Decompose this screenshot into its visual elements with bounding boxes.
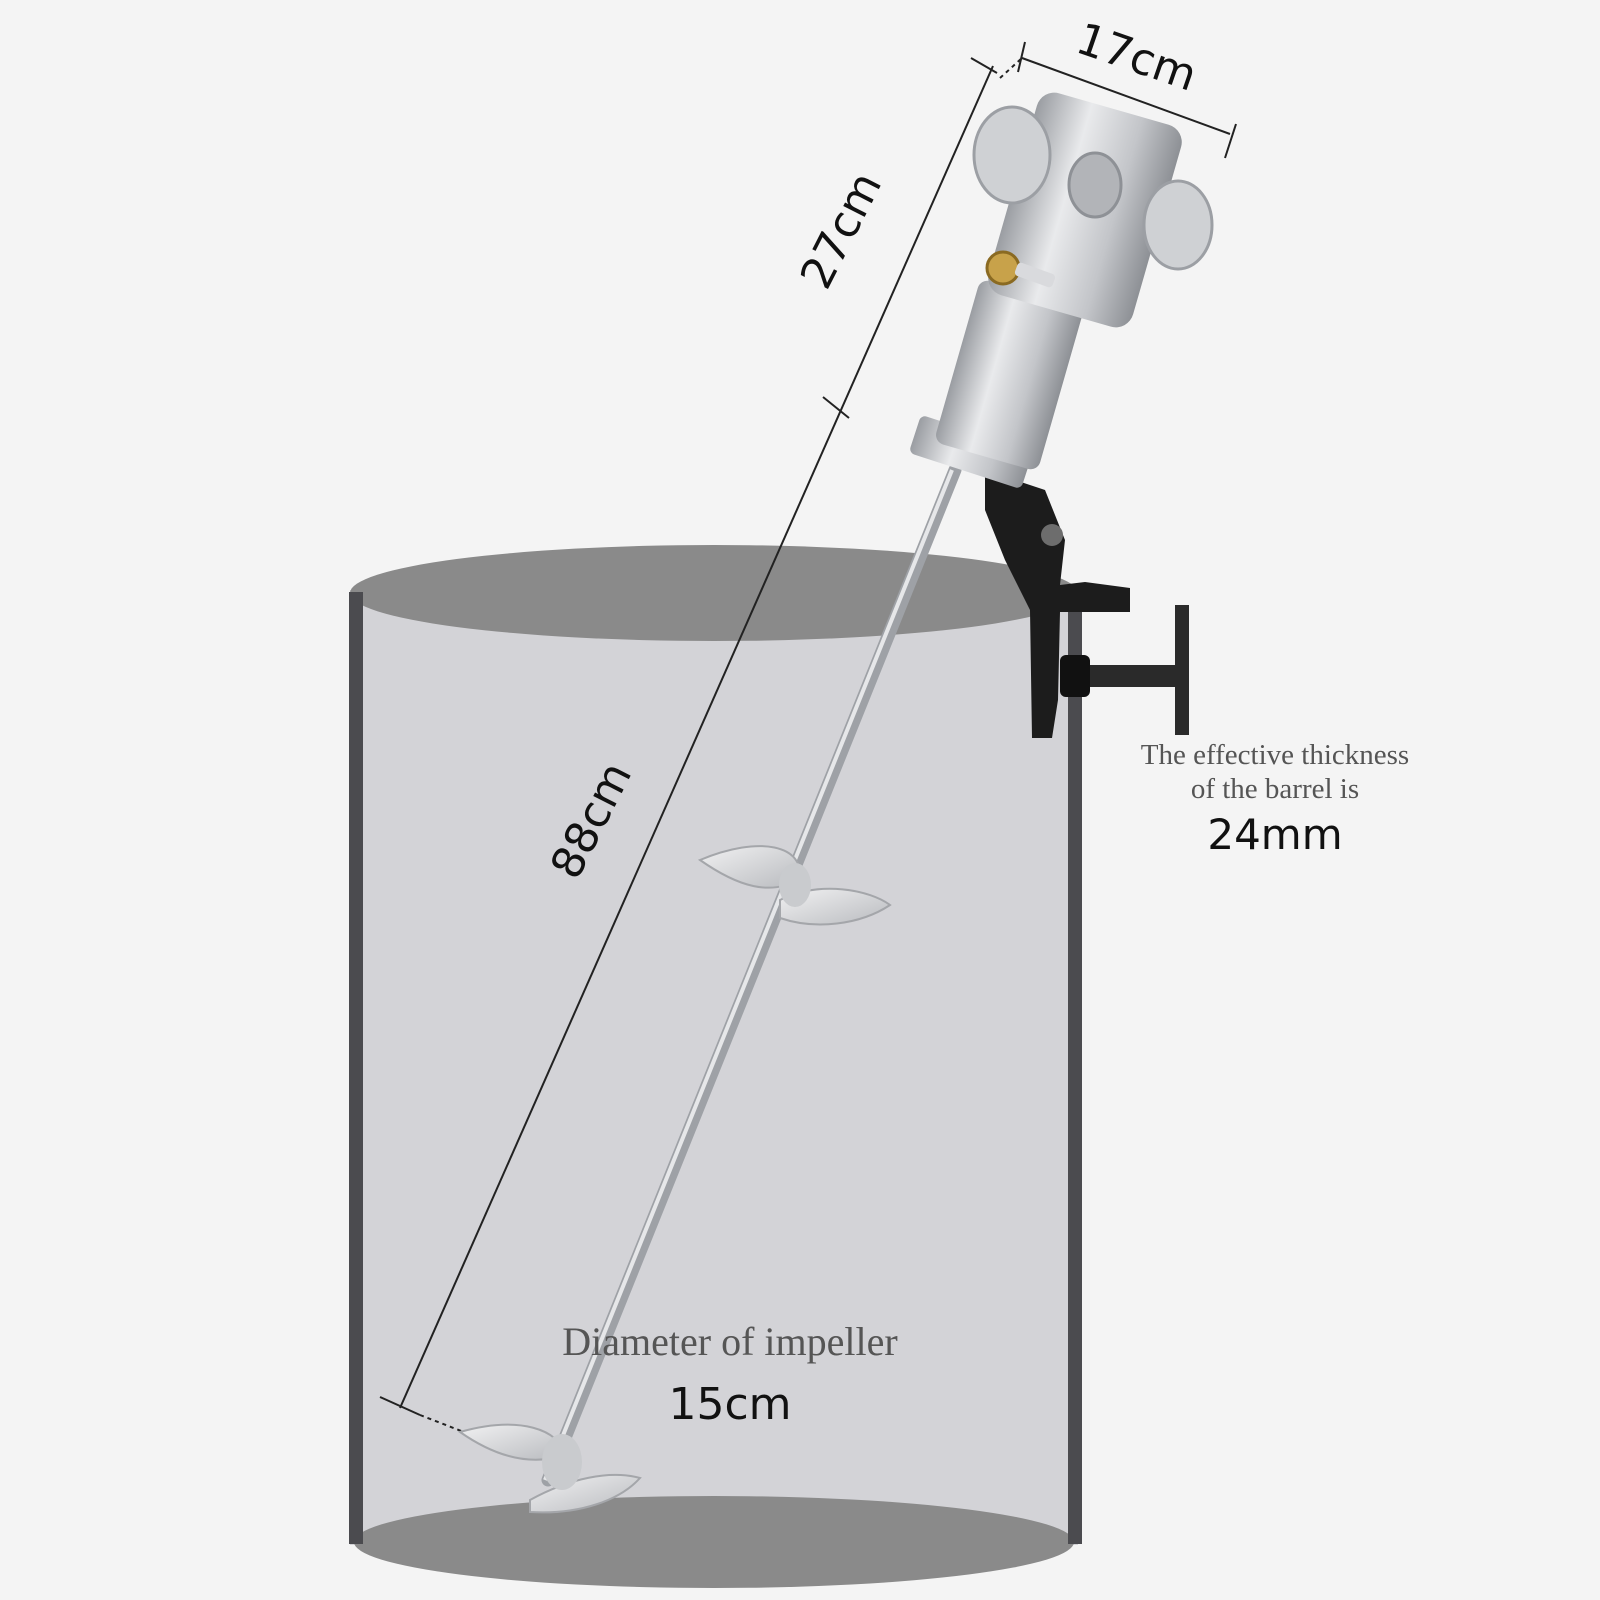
barrel-bottom: [354, 1496, 1074, 1588]
dimension-line-height: [379, 57, 998, 1447]
impeller-caption: Diameter of impeller: [562, 1319, 898, 1364]
mixer-shaft: [541, 463, 962, 1487]
barrel-note-line1: The effective thickness: [1140, 739, 1410, 771]
barrel-clamp: [985, 470, 1189, 738]
motor-cap-left: [972, 105, 1052, 205]
barrel-thickness-note: The effective thickness of the barrel is…: [1110, 738, 1440, 859]
lower-impeller: [457, 1423, 642, 1514]
barrel-thickness-value: 24mm: [1207, 810, 1343, 859]
dimension-line-width: [999, 41, 1237, 159]
motor-body-lower: [936, 280, 1082, 470]
air-inlet-brass-fitting: [985, 250, 1021, 286]
barrel-left-wall: [349, 592, 363, 1544]
motor-cap-right: [1142, 179, 1214, 271]
motor-exhaust-port: [1067, 151, 1123, 219]
impeller-diameter-value: 15cm: [668, 1379, 792, 1430]
barrel-top-opening: [350, 545, 1078, 641]
barrel-note-line2: of the barrel is: [1190, 773, 1360, 805]
clamp-bolt: [1041, 524, 1063, 546]
upper-impeller: [697, 845, 892, 926]
impeller-diameter-note: Diameter of impeller 15cm: [520, 1318, 940, 1430]
air-motor: [910, 92, 1214, 488]
barrel-right-wall: [1068, 596, 1082, 1544]
clamp-handle: [1175, 605, 1189, 735]
